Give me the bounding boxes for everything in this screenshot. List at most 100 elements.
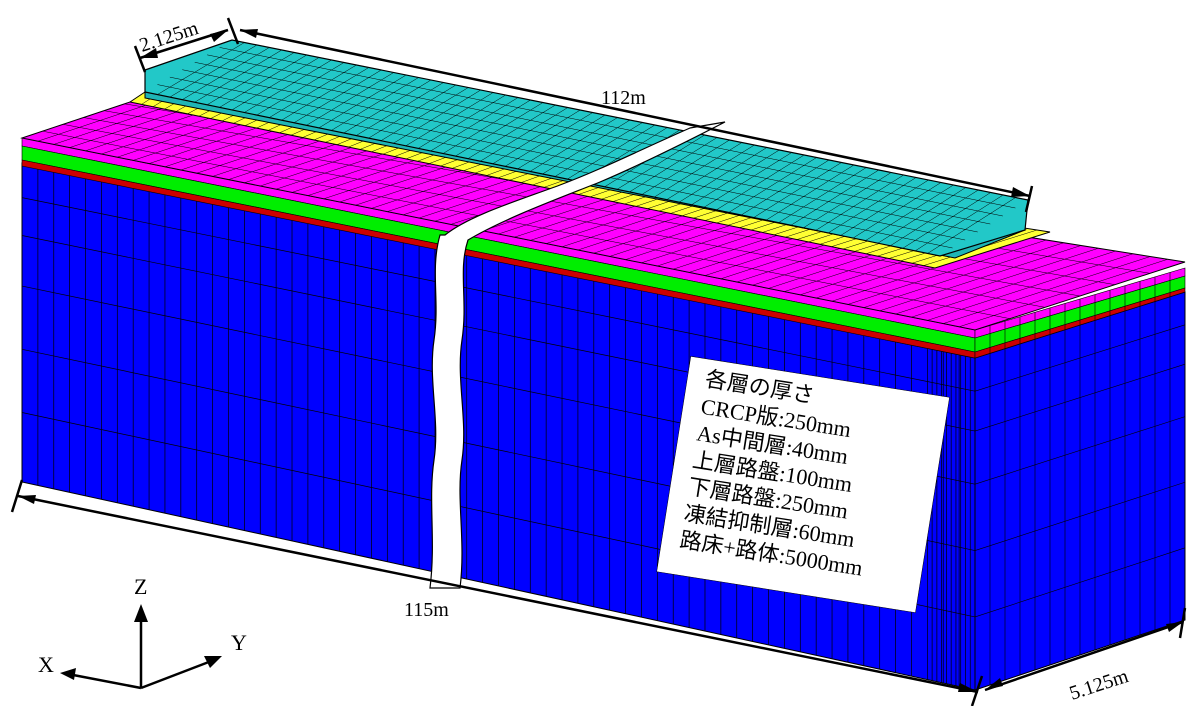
dimension-lines — [10, 17, 1187, 706]
slab-mesh-cross — [455, 102, 544, 157]
side-mesh-horizontal — [974, 324, 1186, 618]
slab-mesh-cross — [393, 89, 481, 144]
arrow-112-a — [240, 29, 258, 38]
slab-mesh-cross — [567, 124, 656, 180]
dim-label-model-length: 115m — [404, 599, 449, 621]
slab-mesh-cross — [703, 152, 792, 208]
top-mesh-long — [62, 124, 1046, 308]
slab-mesh-cross — [269, 64, 357, 118]
slab-mesh-cross — [828, 177, 917, 234]
slab-mesh-cross — [368, 84, 457, 139]
slab-mesh-cross — [927, 197, 1016, 254]
arrow-115-b — [958, 683, 978, 692]
slab-mesh-cross — [430, 97, 519, 152]
slab-mesh-cross — [815, 174, 904, 231]
slab-mesh-cross — [380, 87, 469, 141]
arrow-2125-a — [140, 48, 158, 58]
slab-mesh-cross — [542, 119, 631, 175]
slab-mesh-cross — [716, 154, 805, 211]
arrow-115-a — [18, 495, 36, 504]
z-axis-arrow — [134, 604, 148, 622]
slab-mesh-cross — [529, 117, 618, 172]
arrow-5125-b — [1166, 622, 1183, 632]
dim-2125-tick-b — [226, 17, 240, 45]
dim-112-tick — [1024, 185, 1034, 213]
slab-mesh-cross — [194, 49, 282, 103]
break-gap-shape — [429, 121, 726, 589]
slab-mesh-cross — [492, 109, 581, 164]
slab-mesh-long — [207, 54, 1003, 217]
slab-mesh-lines — [157, 42, 1016, 254]
slab-mesh-cross — [505, 112, 593, 167]
dim-115-tick-a — [10, 479, 24, 513]
slab-mesh-long — [194, 62, 991, 225]
slab-mesh-cross — [765, 164, 855, 221]
slab-mesh-cross — [256, 62, 345, 116]
dim-115-line — [17, 494, 979, 694]
slab-mesh-long — [157, 84, 953, 249]
slab-mesh-cross — [157, 42, 245, 95]
top-mesh-long — [83, 117, 1081, 297]
slab-mesh-cross — [790, 169, 879, 226]
front-layer-bands — [21, 137, 976, 359]
side-mesh-hline — [974, 363, 1186, 432]
y-axis-line — [140, 658, 215, 690]
slab-mesh-cross — [666, 144, 755, 200]
slab-mesh-cross — [902, 192, 991, 249]
slab-mesh-long — [182, 69, 978, 233]
dimension-arrows — [18, 29, 1183, 692]
dim-label-slab-width: 2.125m — [137, 17, 202, 57]
slab-mesh-cross — [206, 52, 295, 106]
slab-mesh-cross — [343, 79, 432, 134]
slab-mesh-cross — [169, 44, 258, 98]
slab-mesh-cross — [331, 77, 419, 131]
arrow-112-b — [1011, 187, 1030, 197]
legend-box — [656, 356, 950, 613]
slab-mesh-cross — [679, 147, 767, 203]
dim-5125-tick — [1178, 607, 1187, 639]
dim-2125-tick-a — [133, 45, 147, 73]
slab-mesh-cross — [480, 107, 568, 162]
side-mesh-hline — [974, 481, 1186, 551]
slab-mesh-cross — [306, 72, 394, 126]
slab-mesh-cross — [281, 67, 369, 121]
slab-mesh-cross — [691, 149, 780, 205]
dim-112-line — [239, 28, 1031, 198]
axis-triad: Z Y X — [38, 574, 247, 690]
front-mesh-hline — [21, 197, 976, 392]
y-axis-label: Y — [231, 630, 247, 655]
slab-mesh-cross — [517, 114, 606, 170]
z-axis-label: Z — [134, 574, 147, 599]
slab-mesh-cross — [641, 139, 730, 195]
slab-mesh-cross — [741, 159, 830, 216]
slab-mesh-cross — [728, 157, 817, 213]
slab-mesh-cross — [654, 142, 743, 198]
model-break-gap — [429, 121, 726, 589]
slab-mesh-cross — [915, 194, 1004, 252]
side-mesh-hline — [974, 416, 1186, 485]
slab-mesh-cross — [418, 94, 506, 149]
slab-mesh-cross — [629, 137, 718, 193]
arrow-2125-b — [210, 30, 228, 42]
dim-5125-line — [984, 620, 1184, 692]
slab-mesh-cross — [554, 122, 643, 177]
slab-mesh-cross — [890, 189, 979, 246]
slab-mesh-long — [219, 47, 1016, 209]
slab-mesh-cross — [467, 104, 556, 159]
slab-mesh-cross — [231, 57, 320, 111]
slab-mesh-cross — [803, 172, 892, 229]
slab-mesh-cross — [877, 187, 966, 244]
x-axis-arrow — [60, 668, 76, 680]
x-axis-label: X — [38, 652, 54, 677]
slab-mesh-cross — [442, 99, 531, 154]
slab-mesh-cross — [840, 179, 929, 236]
x-axis-line — [67, 672, 142, 690]
slab-mesh-cross — [182, 47, 270, 100]
slab-top — [144, 39, 1029, 257]
side-mesh-hline — [974, 547, 1186, 618]
slab-mesh-cross — [219, 54, 307, 108]
slab-mesh-cross — [405, 92, 494, 147]
dim-115-tick-b — [970, 675, 984, 706]
slab-mesh-cross — [318, 74, 407, 129]
